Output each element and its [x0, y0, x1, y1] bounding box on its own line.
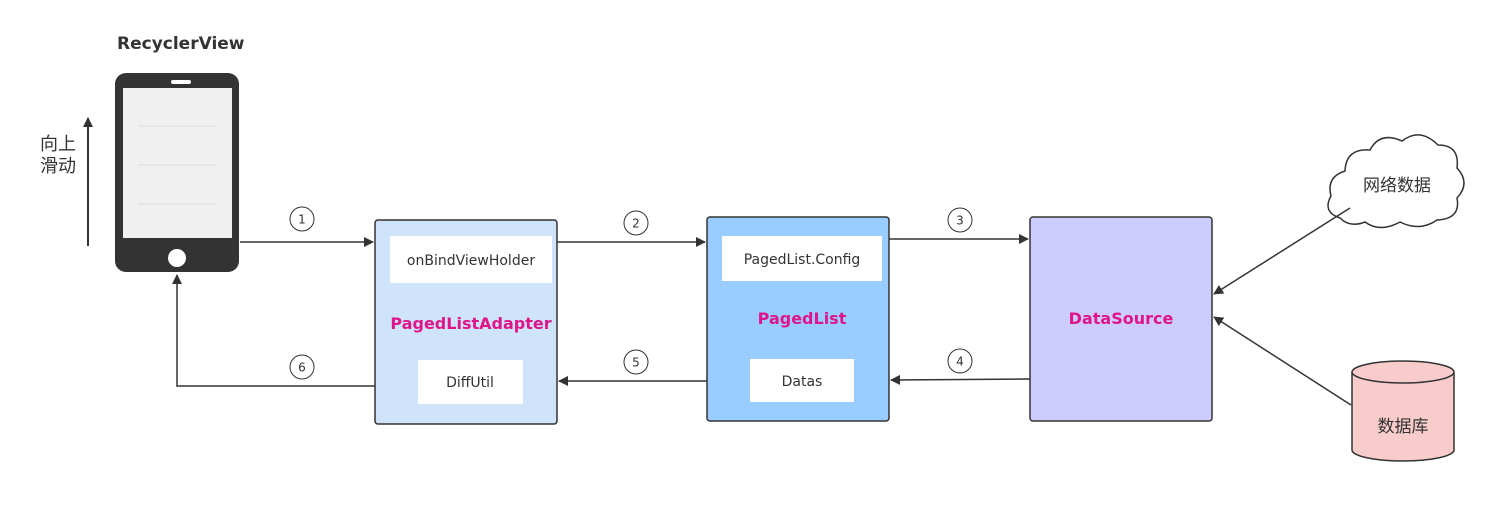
step-3-marker: 3 [947, 207, 973, 233]
arrow-network-to-datasource [1213, 207, 1351, 295]
paged-list-adapter-box: onBindViewHolder PagedListAdapter DiffUt… [374, 219, 558, 425]
step-6-marker: 6 [289, 354, 315, 380]
paged-list-label: PagedList [758, 309, 847, 328]
diffutil-label: DiffUtil [446, 375, 494, 391]
paged-list-config-label: PagedList.Config [744, 252, 861, 268]
step-2-marker: 2 [623, 210, 649, 236]
phone-icon [115, 73, 239, 272]
onbindviewholder-label: onBindViewHolder [407, 253, 535, 269]
svg-text:2: 2 [632, 217, 640, 231]
svg-text:6: 6 [298, 361, 306, 375]
paged-list-adapter-label: PagedListAdapter [390, 314, 551, 333]
step-1-marker: 1 [289, 206, 315, 232]
arrow-step-6 [172, 274, 375, 387]
database-cylinder: 数据库 [1351, 360, 1455, 462]
svg-text:3: 3 [956, 214, 964, 228]
datas-label: Datas [782, 374, 823, 390]
svg-text:4: 4 [956, 355, 964, 369]
database-label: 数据库 [1378, 417, 1429, 437]
step-4-marker: 4 [947, 348, 973, 374]
recyclerview-title: RecyclerView [117, 34, 245, 54]
arrow-step-4 [890, 374, 1031, 385]
svg-text:5: 5 [632, 356, 640, 370]
scroll-up-label: 向上滑动 [40, 134, 76, 177]
arrow-database-to-datasource [1213, 316, 1352, 406]
paged-list-box: PagedList.Config PagedList Datas [706, 216, 890, 422]
svg-text:1: 1 [298, 213, 306, 227]
datasource-label: DataSource [1069, 309, 1174, 328]
network-cloud: 网络数据 [1327, 134, 1465, 229]
network-data-label: 网络数据 [1363, 176, 1431, 196]
step-5-marker: 5 [623, 349, 649, 375]
datasource-box: DataSource [1029, 216, 1213, 422]
